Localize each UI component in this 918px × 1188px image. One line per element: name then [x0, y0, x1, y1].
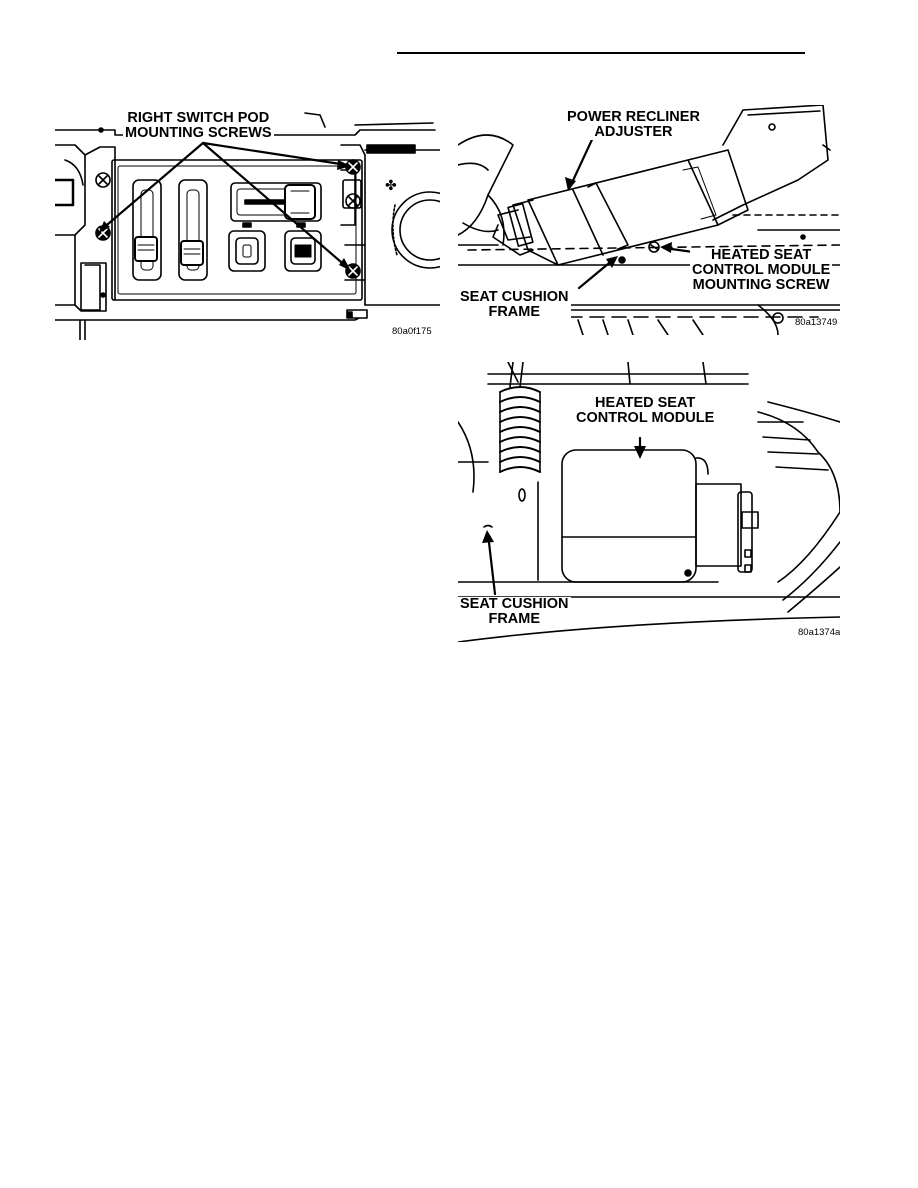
callout-line-3: MOUNTING SCREW — [692, 277, 830, 293]
header-rule — [397, 52, 805, 54]
figure-switch-pod: ✤ RIGHT SWITCH POD MOUNTING SCREWS — [55, 105, 440, 340]
callout-line-1: SEAT CUSHION — [460, 289, 569, 305]
callout-line-1: RIGHT SWITCH POD — [127, 110, 270, 126]
callout-line-2: ADJUSTER — [594, 124, 673, 140]
callout-line-2: FRAME — [488, 304, 541, 320]
switch-pod-callout: RIGHT SWITCH POD MOUNTING SCREWS — [123, 111, 274, 141]
figure-id: 80a1374a — [798, 627, 840, 638]
switch-pod-illustration: ✤ — [55, 112, 440, 340]
callout-line-1: SEAT CUSHION — [460, 596, 569, 612]
callout-line-2: MOUNTING SCREWS — [125, 125, 272, 141]
module-callout: HEATED SEAT CONTROL MODULE — [574, 395, 717, 426]
figure-heated-seat-module: HEATED SEAT CONTROL MODULE SEAT CUSHION … — [458, 362, 840, 642]
callout-line-2: CONTROL MODULE — [576, 410, 715, 426]
svg-text:✤: ✤ — [385, 178, 397, 194]
frame-callout: SEAT CUSHION FRAME — [458, 290, 571, 320]
frame-callout: SEAT CUSHION FRAME — [458, 597, 571, 627]
figure-recliner-adjuster: POWER RECLINER ADJUSTER HEATED SEAT CONT… — [458, 105, 840, 335]
callout-line-2: FRAME — [488, 611, 541, 627]
callout-line-1: HEATED SEAT — [711, 247, 812, 263]
callout-line-1: HEATED SEAT — [595, 395, 696, 411]
figure-id: 80a13749 — [795, 317, 838, 328]
recliner-callout: POWER RECLINER ADJUSTER — [565, 110, 702, 140]
callout-line-1: POWER RECLINER — [567, 109, 700, 125]
figure-id: 80a0f175 — [392, 326, 432, 337]
callout-line-2: CONTROL MODULE — [692, 262, 831, 278]
screw-callout: HEATED SEAT CONTROL MODULE MOUNTING SCRE… — [690, 247, 833, 293]
